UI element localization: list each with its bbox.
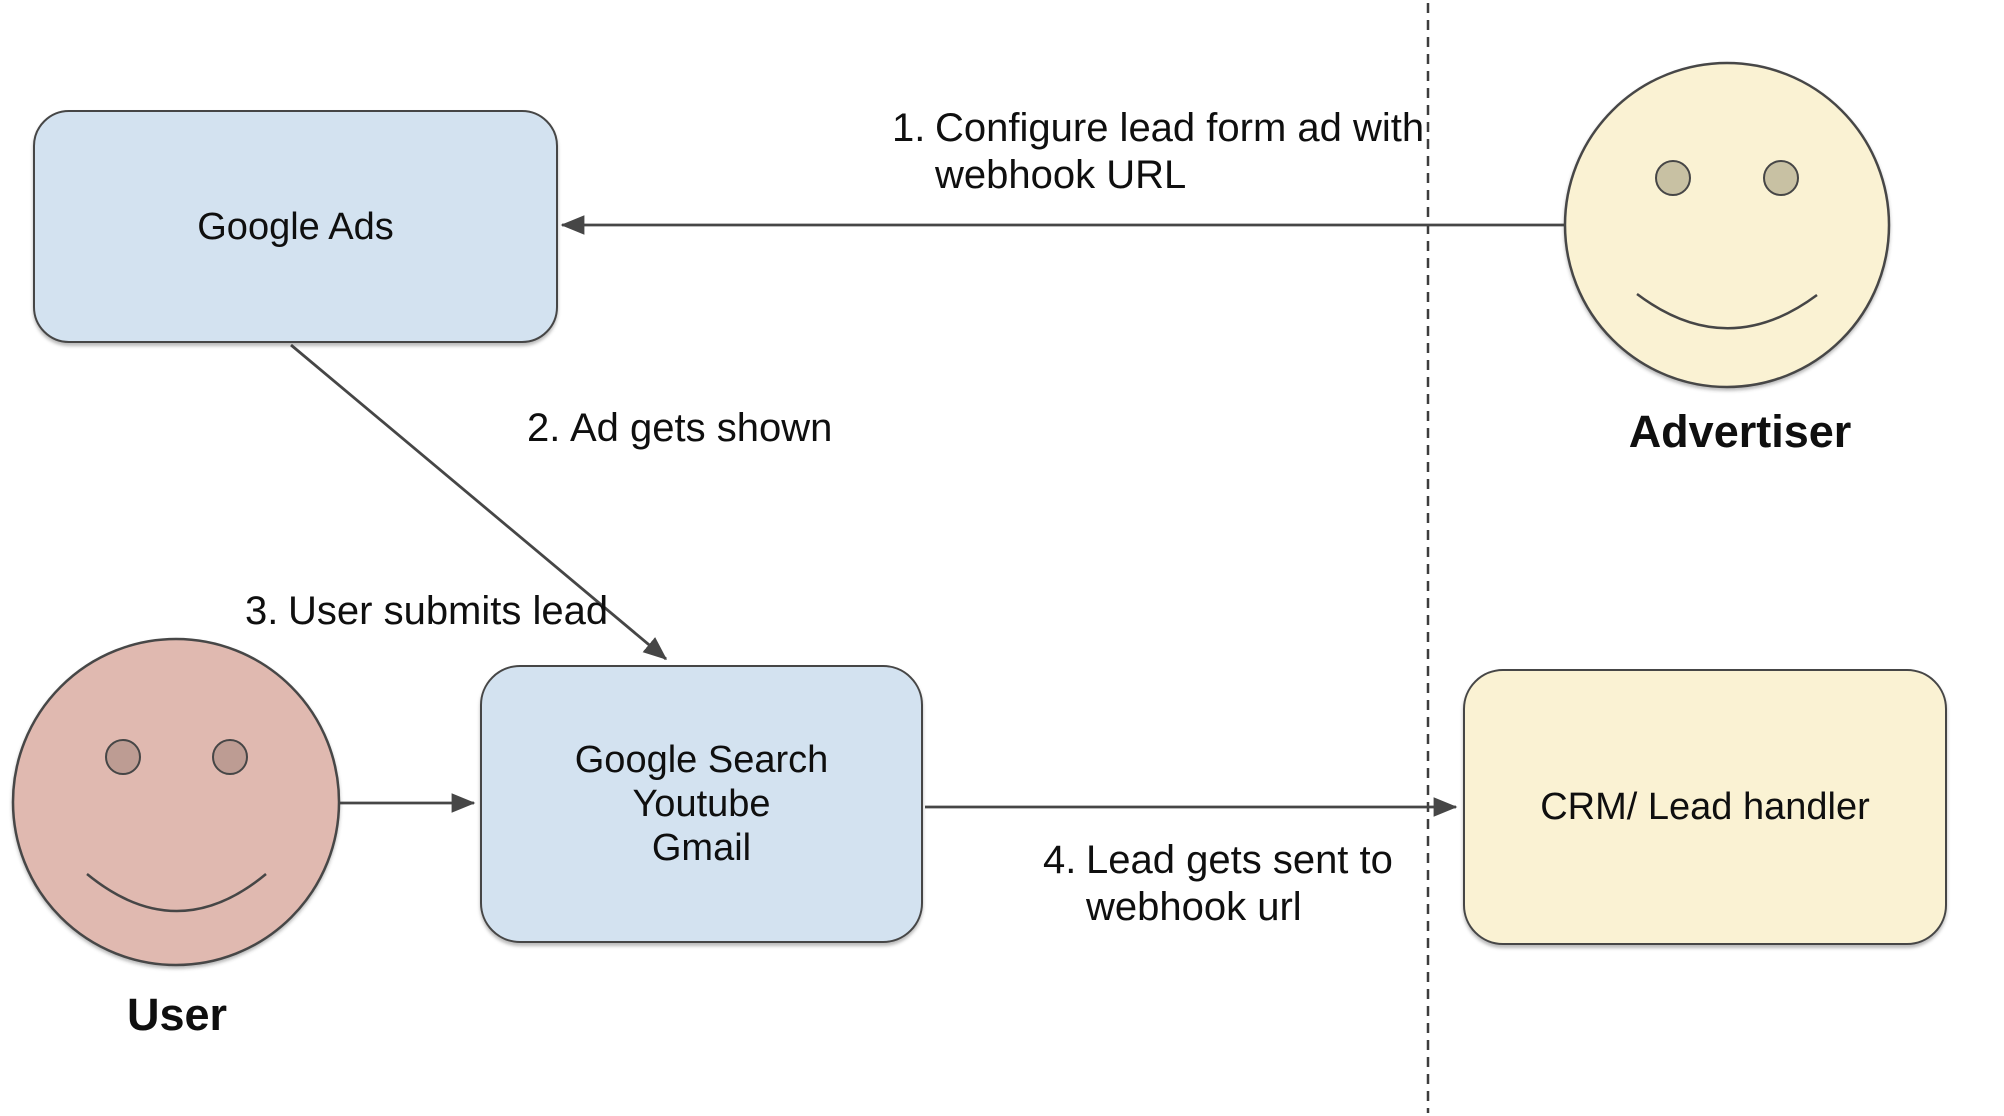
advertiser-head	[1563, 61, 1891, 389]
step2-annotation: 2. Ad gets shown	[527, 405, 832, 452]
step1-line-2: webhook URL	[935, 153, 1187, 197]
step4-line-1: Lead gets sent to	[1086, 838, 1393, 882]
google-properties-line-2: Youtube	[632, 783, 771, 825]
crm-label: CRM/ Lead handler	[1540, 786, 1870, 828]
user-left-eye	[105, 739, 141, 775]
google-properties-label: Google Search Youtube Gmail	[575, 738, 829, 870]
step3-number: 3.	[245, 589, 279, 633]
user-smile	[86, 873, 267, 913]
google-properties-line-1: Google Search	[574, 739, 829, 781]
step2-text: Ad gets shown	[570, 405, 832, 452]
step1-text: Configure lead form ad with webhook URL	[935, 105, 1424, 199]
step4-number: 4.	[1043, 838, 1077, 882]
google-ads-label: Google Ads	[197, 205, 394, 248]
advertiser-face-icon	[1563, 61, 1891, 389]
step4-line-2: webhook url	[1086, 885, 1302, 929]
step4-text: Lead gets sent to webhook url	[1086, 837, 1393, 931]
step1-number: 1.	[892, 106, 926, 150]
advertiser-right-eye	[1763, 160, 1799, 196]
advertiser-smile	[1636, 293, 1818, 330]
step3-text: User submits lead	[288, 588, 608, 635]
advertiser-left-eye	[1655, 160, 1691, 196]
step1-annotation: 1. Configure lead form ad with webhook U…	[892, 105, 1424, 199]
google-properties-node: Google Search Youtube Gmail	[480, 665, 923, 943]
user-actor-label: User	[126, 989, 228, 1040]
crm-node: CRM/ Lead handler	[1463, 669, 1947, 945]
google-ads-node: Google Ads	[33, 110, 558, 343]
arrow-google-ads-to-properties	[290, 343, 668, 661]
step1-line-1: Configure lead form ad with	[935, 106, 1425, 150]
step4-annotation: 4. Lead gets sent to webhook url	[1043, 837, 1393, 931]
user-head	[11, 637, 341, 967]
step3-line-1: User submits lead	[288, 589, 609, 633]
user-right-eye	[212, 739, 248, 775]
step2-line-1: Ad gets shown	[570, 406, 833, 450]
google-properties-line-3: Gmail	[651, 827, 752, 869]
step2-number: 2.	[527, 406, 561, 450]
step3-annotation: 3. User submits lead	[245, 588, 608, 635]
user-face-icon	[11, 637, 341, 967]
advertiser-actor-label: Advertiser	[1628, 406, 1852, 457]
